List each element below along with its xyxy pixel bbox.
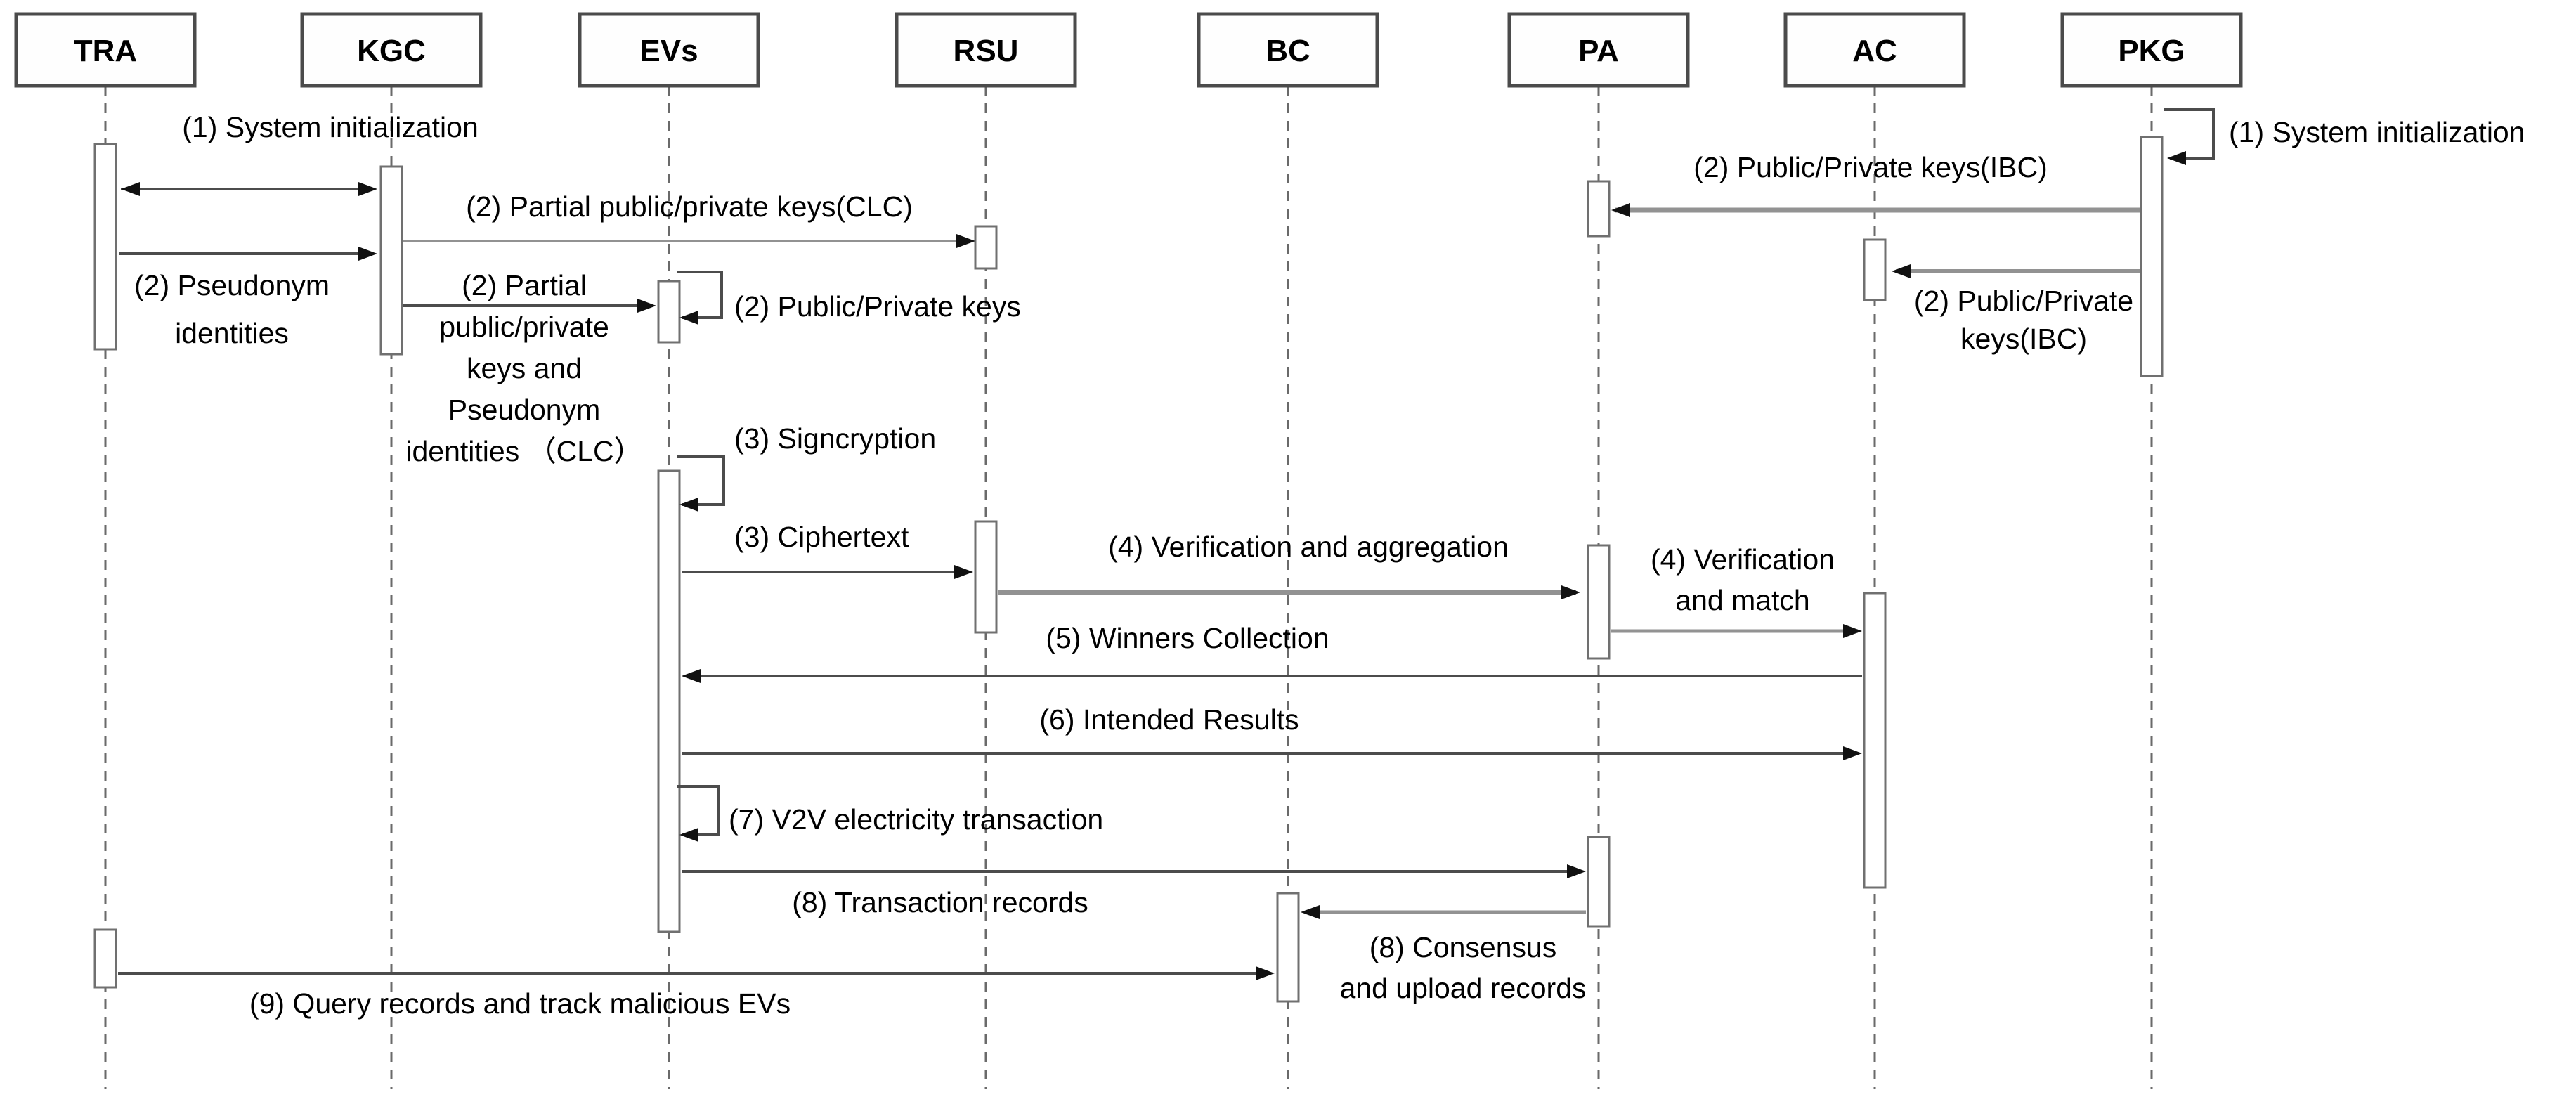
actor-label-KGC: KGC — [357, 34, 426, 68]
label-4-verify-agg: (4) Verification and aggregation — [1108, 531, 1509, 563]
arrowhead-icon — [1301, 905, 1320, 919]
actor-box-RSU — [895, 12, 1077, 88]
activation-AC-11 — [1863, 238, 1887, 301]
arrowhead-icon — [1843, 624, 1862, 638]
actor-label-EVs: EVs — [639, 34, 698, 68]
actor-box-TRA — [14, 12, 197, 88]
actor-label-PKG: PKG — [2118, 34, 2185, 68]
arrowhead-icon — [2167, 151, 2186, 165]
label-3-signcryption: (3) Signcryption — [734, 422, 936, 455]
activation-BC-7 — [1276, 892, 1300, 1003]
activation-TRA-0 — [93, 143, 117, 351]
actor-label-RSU: RSU — [954, 34, 1019, 68]
actor-box-AC — [1783, 12, 1966, 88]
loop-evs-signcryption — [677, 455, 725, 506]
label-2-public-keys: (2) Public/Private keys — [734, 290, 1021, 323]
actor-box-BC — [1197, 12, 1379, 88]
actor-box-PKG — [2060, 12, 2243, 88]
actor-label-PA: PA — [1578, 34, 1619, 68]
label-7-v2v: (7) V2V electricity transaction — [729, 803, 1103, 836]
label-1-system-init: (1) System initialization — [182, 111, 479, 143]
loop-evs-public-keys — [677, 271, 723, 319]
arrowhead-icon — [679, 311, 698, 325]
arrowhead-icon — [358, 247, 377, 261]
activation-PA-8 — [1587, 180, 1611, 238]
activation-TRA-1 — [93, 928, 117, 989]
arrowhead-icon — [1611, 203, 1630, 217]
actor-box-KGC — [300, 12, 483, 88]
activation-PA-9 — [1587, 544, 1611, 660]
arrowhead-icon — [1892, 264, 1911, 278]
activation-RSU-5 — [974, 225, 998, 270]
arrowhead-icon — [1843, 746, 1862, 760]
arrowhead-icon — [954, 565, 973, 579]
label-6-results: (6) Intended Results — [1039, 703, 1299, 736]
activation-RSU-6 — [974, 520, 998, 634]
label-2-keys-ibc-pa: (2) Public/Private keys(IBC) — [1693, 151, 2048, 183]
arrowhead-icon — [1256, 966, 1275, 980]
actor-box-EVs — [578, 12, 760, 88]
activation-EVs-3 — [657, 280, 681, 344]
activation-PA-10 — [1587, 836, 1611, 928]
label-1-pkg-init: (1) System initialization — [2229, 116, 2525, 148]
arrowhead-icon — [358, 182, 377, 196]
label-2-partial-rsu: (2) Partial public/private keys(CLC) — [466, 190, 913, 223]
arrowhead-icon — [121, 182, 140, 196]
activation-EVs-4 — [657, 469, 681, 933]
arrowhead-icon — [956, 234, 975, 248]
actor-box-PA — [1507, 12, 1690, 88]
loop-pkg-system-init — [2164, 108, 2215, 160]
arrowhead-icon — [637, 299, 656, 313]
actor-label-AC: AC — [1852, 34, 1897, 68]
activation-KGC-2 — [379, 165, 403, 356]
actor-label-BC: BC — [1266, 34, 1310, 68]
arrowhead-icon — [679, 498, 698, 512]
arrowhead-icon — [1567, 864, 1586, 878]
activation-AC-12 — [1863, 592, 1887, 889]
label-5-winners: (5) Winners Collection — [1046, 622, 1329, 654]
actor-label-TRA: TRA — [74, 34, 137, 68]
arrowhead-icon — [679, 828, 698, 842]
arrowhead-icon — [682, 669, 701, 683]
label-8-tx-records: (8) Transaction records — [792, 886, 1088, 918]
activation-PKG-13 — [2140, 136, 2164, 377]
arrowhead-icon — [1561, 585, 1580, 599]
label-3-ciphertext: (3) Ciphertext — [734, 521, 909, 553]
label-9-query: (9) Query records and track malicious EV… — [249, 987, 791, 1020]
loop-evs-v2v — [677, 785, 720, 836]
